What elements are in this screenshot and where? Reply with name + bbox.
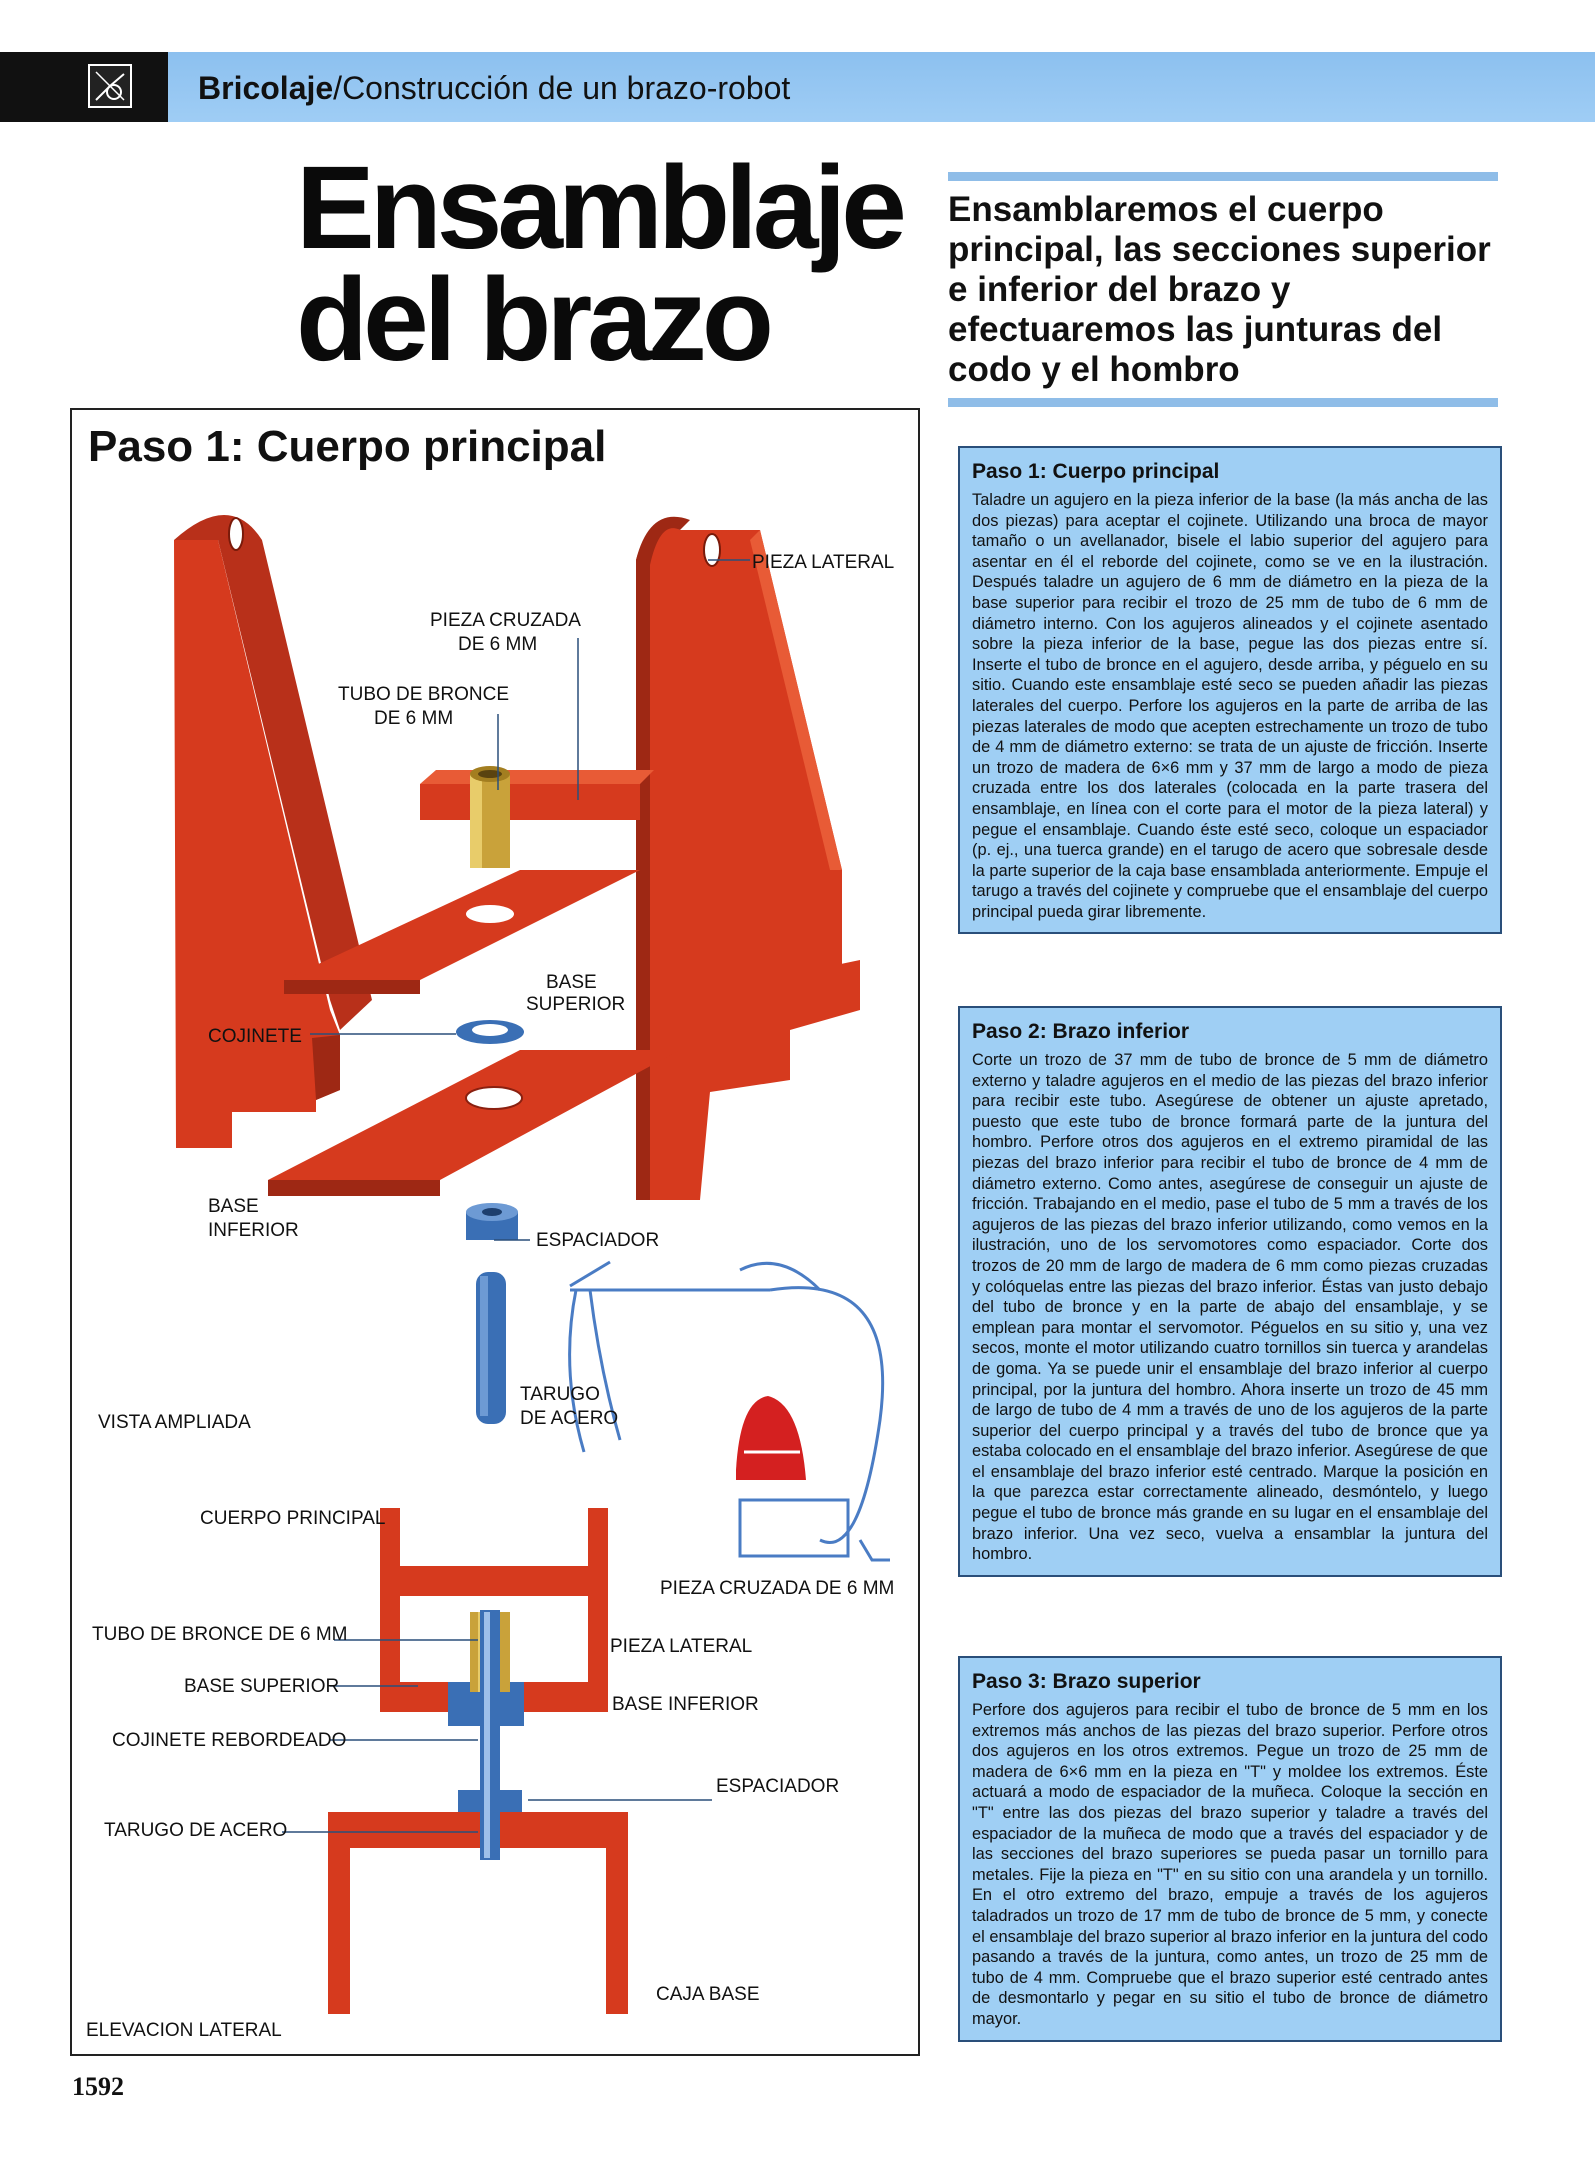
label-pieza-lateral-side: PIEZA LATERAL [610,1636,752,1657]
step-1-title: Paso 1: Cuerpo principal [972,460,1220,483]
section-subtitle: /Construcción de un brazo-robot [333,70,791,106]
section-name: Bricolaje [198,70,334,106]
step-2-box: Paso 2: Brazo inferior Corte un trozo de… [958,1006,1502,1577]
label-espaciador: ESPACIADOR [536,1230,659,1251]
label-base-inferior-2: INFERIOR [208,1220,299,1241]
intro-rule-bottom [948,398,1498,407]
step-3-title: Paso 3: Brazo superior [972,1670,1201,1693]
upper-base-plate [284,870,640,994]
page-title: Ensamblaje del brazo [296,142,907,386]
page-number: 1592 [72,2072,124,2101]
figure-frame [70,408,920,2056]
label-tarugo-2: DE ACERO [520,1408,618,1429]
label-cojinete-rebordeado: COJINETE REBORDEADO [112,1730,346,1751]
flanged-bearing [456,1020,524,1044]
header-black-block [0,52,168,122]
label-espaciador-side: ESPACIADOR [716,1776,839,1797]
label-base-superior-1: BASE [546,972,597,993]
spacer-nut [466,1203,518,1240]
step-1-box: Paso 1: Cuerpo principal Taladre un aguj… [958,446,1502,935]
label-pieza-cruzada-2: DE 6 MM [458,634,537,655]
label-base-superior-side: BASE SUPERIOR [184,1676,339,1697]
steel-dowel [476,1272,506,1424]
label-tarugo-1: TARUGO [520,1384,600,1405]
label-cojinete: COJINETE [208,1026,302,1047]
label-caja-base: CAJA BASE [656,1984,760,2005]
label-base-superior-2: SUPERIOR [526,994,625,1015]
figure-title: Paso 1: Cuerpo principal [88,422,607,471]
label-tubo-bronce-2: DE 6 MM [374,708,453,729]
label-elevacion-lateral: ELEVACION LATERAL [86,2020,282,2041]
step-1-text: Taladre un agujero en la pieza inferior … [972,491,1488,921]
step-3-box: Paso 3: Brazo superior Perfore dos aguje… [958,1656,1502,2042]
left-side-piece [174,515,372,1148]
assembly-diagram: PIEZA LATERAL PIEZA CRUZADA DE 6 MM TUBO… [86,515,894,2041]
label-base-inferior-side: BASE INFERIOR [612,1694,759,1715]
step-2-title: Paso 2: Brazo inferior [972,1020,1190,1043]
label-tarugo-side: TARUGO DE ACERO [104,1820,287,1841]
step-3-text: Perfore dos agujeros para recibir el tub… [972,1701,1488,2028]
title-line-2: del brazo [296,254,774,386]
label-cuerpo-principal: CUERPO PRINCIPAL [200,1508,385,1529]
robot-arm-logo-icon [88,64,132,108]
leader-lines-elevation [282,1639,712,1833]
label-pieza-cruzada-side: PIEZA CRUZADA DE 6 MM [660,1578,894,1599]
intro-text: Ensamblaremos el cuerpo principal, las s… [948,190,1491,389]
label-pieza-lateral: PIEZA LATERAL [752,552,894,573]
title-line-1: Ensamblaje [296,142,907,274]
label-base-inferior-1: BASE [208,1196,259,1217]
step-2-text: Corte un trozo de 37 mm de tubo de bronc… [972,1051,1488,1564]
cross-piece [420,770,654,820]
section-breadcrumb: Bricolaje/Construcción de un brazo-robot [198,70,790,107]
header-bar [0,52,1595,122]
brass-tube [470,766,510,868]
robot-servo-thumbnail [736,1396,806,1480]
label-pieza-cruzada-1: PIEZA CRUZADA [430,610,581,631]
right-side-piece [636,516,860,1200]
label-tubo-bronce-side: TUBO DE BRONCE DE 6 MM [92,1624,347,1645]
intro-rule-top [948,172,1498,181]
label-tubo-bronce-1: TUBO DE BRONCE [338,684,509,705]
lower-base-plate [268,1050,680,1196]
robot-arm-thumbnail [568,1260,890,1562]
label-vista-ampliada: VISTA AMPLIADA [98,1412,251,1433]
leader-lines-exploded [310,559,750,1241]
side-elevation-drawing [328,1508,628,2014]
